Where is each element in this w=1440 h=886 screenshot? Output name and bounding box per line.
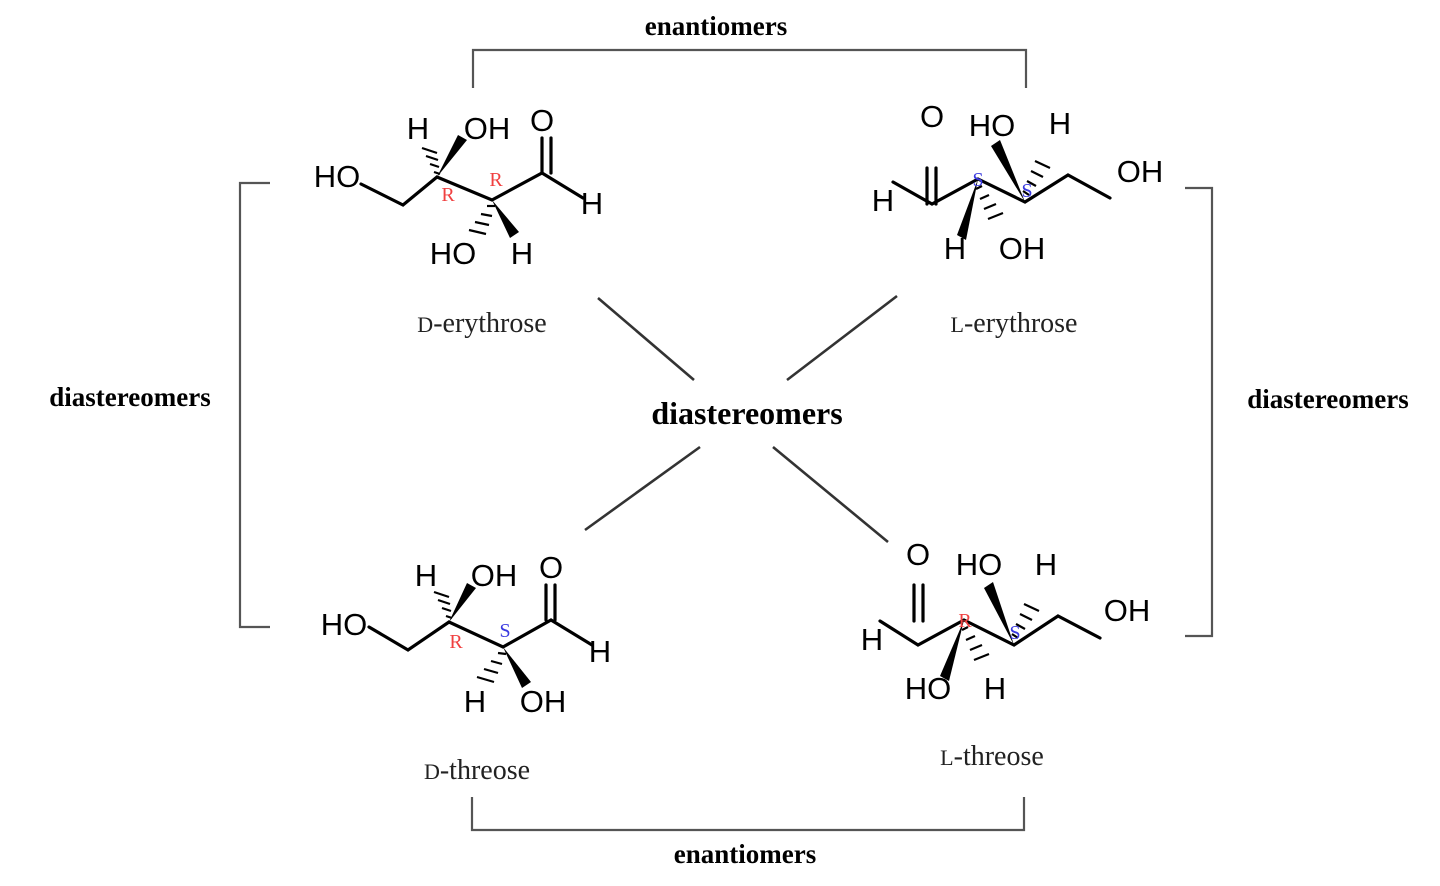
left-diastereomer-bracket: diastereomers <box>49 181 270 629</box>
l-threose-stereo-c3: S <box>1009 622 1020 644</box>
l-erythrose-atom-oh-right: OH <box>1117 154 1164 189</box>
l-threose-structure: O HO H OH H HO H R S L-threose <box>861 537 1150 772</box>
d-erythrose-atom-o: O <box>530 103 554 138</box>
d-threose-name-prefix: D <box>424 759 440 784</box>
l-erythrose-atom-h-bottom: H <box>944 231 966 266</box>
l-erythrose-atom-o: O <box>920 99 944 134</box>
l-threose-atom-h-top: H <box>1035 547 1057 582</box>
l-threose-atom-oh-right: OH <box>1104 593 1151 628</box>
d-erythrose-atom-h-bottom: H <box>511 236 533 271</box>
l-threose-hash-2 <box>1011 603 1040 639</box>
d-erythrose-stereo-c2: R <box>441 184 455 206</box>
d-threose-name-suffix: -threose <box>440 755 530 786</box>
d-erythrose-hash-1 <box>421 146 441 176</box>
right-diastereomers-label: diastereomers <box>1247 384 1408 414</box>
bottom-enantiomers-label: enantiomers <box>674 839 816 869</box>
l-threose-stereo-c2: R <box>958 610 972 632</box>
l-threose-name: L-threose <box>940 741 1044 772</box>
left-diastereomers-label: diastereomers <box>49 382 210 412</box>
d-threose-hash-1 <box>433 590 453 620</box>
l-threose-atom-h-left: H <box>861 622 883 657</box>
d-erythrose-atom-oh-top: OH <box>464 111 511 146</box>
d-erythrose-atom-ho-left: HO <box>314 159 361 194</box>
right-diastereomer-bracket: diastereomers <box>1185 186 1409 638</box>
top-enantiomer-bracket: enantiomers <box>471 11 1028 88</box>
l-erythrose-hash-2 <box>1022 160 1051 196</box>
d-threose-stereo-c3: S <box>499 620 510 642</box>
l-erythrose-stereo-c2: S <box>972 169 983 191</box>
l-erythrose-name-suffix: -erythrose <box>964 308 1078 339</box>
d-erythrose-hash-2 <box>468 204 495 236</box>
l-threose-atom-ho-bottom: HO <box>905 671 952 706</box>
l-threose-name-suffix: -threose <box>954 741 1044 772</box>
d-threose-atom-o: O <box>539 550 563 585</box>
d-threose-atom-oh-bottom: OH <box>520 684 567 719</box>
d-threose-atom-oh-top: OH <box>471 558 518 593</box>
bottom-enantiomer-bracket: enantiomers <box>470 797 1026 869</box>
l-erythrose-name-prefix: L <box>951 312 964 337</box>
l-erythrose-stereo-c3: S <box>1021 180 1032 202</box>
d-threose-atom-h-right: H <box>589 634 611 669</box>
l-threose-atom-o: O <box>906 537 930 572</box>
d-erythrose-atom-ho-bottom: HO <box>430 236 477 271</box>
d-threose-atom-ho-left: HO <box>321 607 368 642</box>
d-threose-stereo-c2: R <box>449 631 463 653</box>
top-enantiomers-label: enantiomers <box>645 11 787 41</box>
l-erythrose-atom-h-top: H <box>1049 106 1071 141</box>
d-erythrose-stereo-c3: R <box>489 169 503 191</box>
d-threose-name: D-threose <box>424 755 530 786</box>
d-erythrose-structure: O H OH HO H HO H R R D-erythrose <box>314 103 603 339</box>
d-erythrose-atom-h-top: H <box>407 111 429 146</box>
l-threose-name-prefix: L <box>940 745 953 770</box>
d-erythrose-name-prefix: D <box>417 312 433 337</box>
l-threose-hash-1 <box>961 626 990 662</box>
l-erythrose-hash-1 <box>975 185 1004 221</box>
l-threose-atom-ho-top: HO <box>956 547 1003 582</box>
d-erythrose-name-suffix: -erythrose <box>433 308 547 339</box>
d-erythrose-atom-h-right: H <box>581 186 603 221</box>
d-threose-structure: O H OH HO H H OH R S D-threose <box>321 550 611 786</box>
l-erythrose-atom-ho-top: HO <box>969 108 1016 143</box>
center-connectors: diastereomers <box>584 294 898 544</box>
l-threose-atom-h-bottom: H <box>984 671 1006 706</box>
d-threose-hash-2 <box>476 651 507 684</box>
d-threose-atom-h-bottom: H <box>464 684 486 719</box>
d-threose-atom-h-top: H <box>415 558 437 593</box>
l-erythrose-atom-h-left: H <box>872 183 894 218</box>
center-diastereomers-label: diastereomers <box>651 395 842 431</box>
l-erythrose-atom-oh-bottom: OH <box>999 231 1046 266</box>
d-erythrose-name: D-erythrose <box>417 308 546 339</box>
l-erythrose-structure: O HO H OH H H OH S S L-erythrose <box>872 99 1163 339</box>
l-erythrose-name: L-erythrose <box>951 308 1078 339</box>
